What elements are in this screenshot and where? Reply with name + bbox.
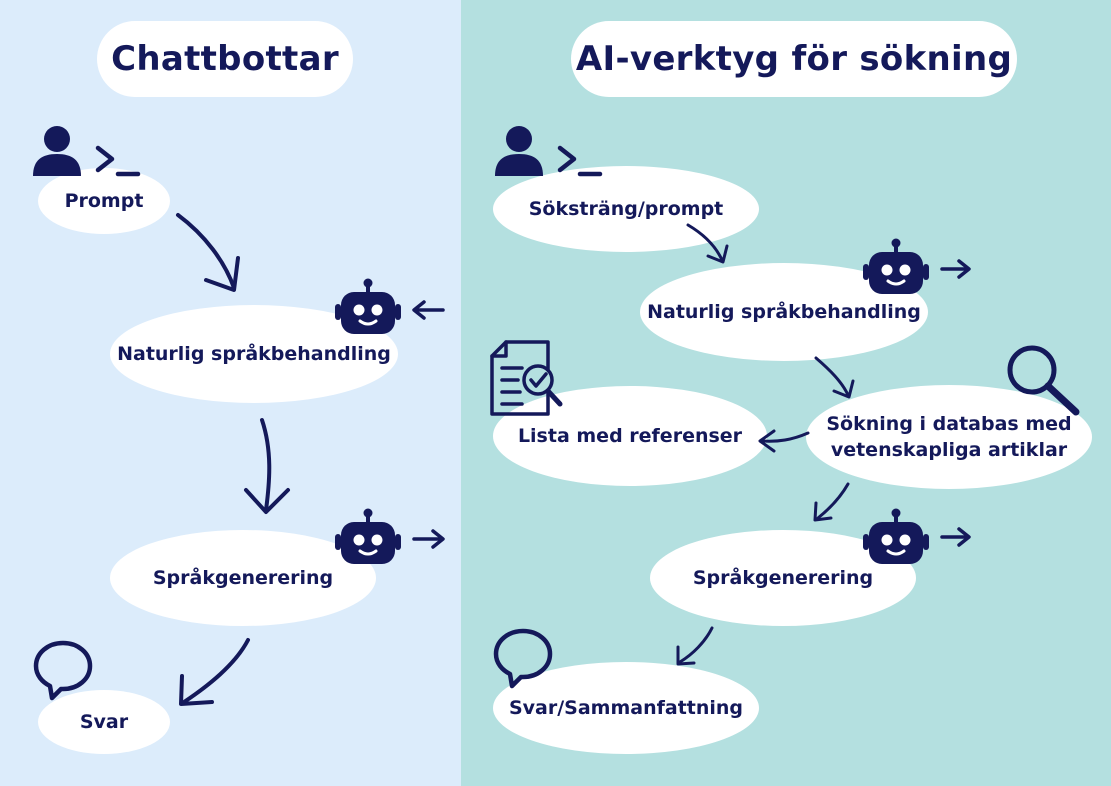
node-generation-left: Språkgenerering <box>110 530 376 626</box>
user-icon <box>495 126 543 176</box>
arrow-left-icon <box>412 300 445 320</box>
flow-arrow <box>686 223 729 264</box>
terminal-prompt-icon <box>98 148 138 174</box>
node-query: Söksträng/prompt <box>493 166 759 252</box>
chatbots-title: Chattbottar <box>97 21 353 97</box>
flow-arrow <box>179 638 250 706</box>
robot-icon <box>861 236 931 296</box>
robot-icon <box>333 506 403 566</box>
node-nlp-left-label: Naturlig språkbehandling <box>117 343 391 365</box>
arrow-right-icon <box>940 527 971 547</box>
node-query-label: Söksträng/prompt <box>528 198 724 220</box>
arrow-right-icon <box>940 259 971 279</box>
flow-arrow <box>676 626 714 666</box>
node-answer: Svar <box>38 690 170 754</box>
arrow-right-icon <box>412 529 445 549</box>
terminal-prompt-icon <box>560 148 600 174</box>
flow-arrow <box>176 213 240 292</box>
document-check-icon <box>490 340 563 416</box>
flow-arrow <box>244 418 290 514</box>
magnifier-icon <box>1007 345 1080 416</box>
node-references-label: Lista med referenser <box>517 425 743 447</box>
flow-arrow <box>813 482 850 522</box>
node-prompt: Prompt <box>38 168 170 234</box>
node-answer-label: Svar <box>79 711 129 733</box>
speech-bubble-icon <box>496 631 550 686</box>
node-summary: Svar/Sammanfattning <box>493 662 759 754</box>
node-prompt-label: Prompt <box>64 190 144 212</box>
node-search: Sökning i databas med vetenskapliga arti… <box>806 385 1092 489</box>
speech-bubble-icon <box>36 643 90 698</box>
robot-icon <box>333 276 403 336</box>
node-generation-left-label: Språkgenerering <box>152 567 334 589</box>
node-summary-label: Svar/Sammanfattning <box>508 697 744 719</box>
flow-arrow <box>758 429 810 453</box>
ai-search-title: AI-verktyg för sökning <box>571 21 1017 97</box>
robot-icon <box>861 506 931 566</box>
flow-arrow <box>814 356 855 399</box>
node-search-label-2: vetenskapliga artiklar <box>830 439 1068 461</box>
node-references: Lista med referenser <box>493 386 767 486</box>
node-generation-right-label: Språkgenerering <box>692 567 874 589</box>
node-search-label-1: Sökning i databas med <box>826 413 1072 435</box>
node-nlp-right-label: Naturlig språkbehandling <box>647 301 921 323</box>
user-icon <box>33 126 81 176</box>
